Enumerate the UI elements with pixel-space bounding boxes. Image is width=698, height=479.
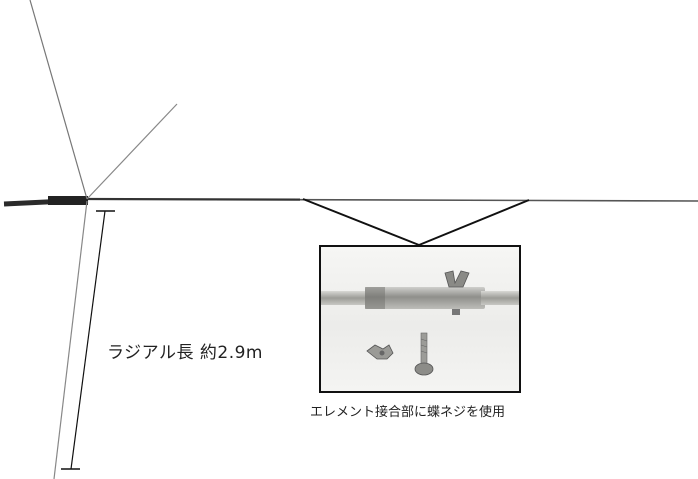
callout-line-right (418, 199, 530, 246)
callout-line-left (302, 198, 420, 246)
dimension-line (70, 210, 106, 470)
element-thick-section (87, 197, 301, 201)
photo-caption: エレメント接合部に蝶ネジを使用 (310, 405, 506, 420)
screw-thread (420, 344, 428, 348)
wing-nut-hole (379, 350, 385, 356)
lower-radial (53, 200, 88, 479)
screw-thread (420, 350, 428, 354)
screw-bottom (452, 309, 460, 315)
diagonal-radial (86, 103, 178, 200)
sleeve-shadow (365, 287, 385, 309)
wing-nut-mounted (444, 270, 470, 288)
joint-sleeve (365, 287, 485, 309)
detail-photo (319, 245, 521, 393)
feedpoint-clamp (48, 196, 88, 205)
screw-head (414, 362, 434, 376)
screw-shaft (420, 332, 428, 368)
radial-length-label: ラジアル長 約2.9m (107, 343, 263, 363)
tube-right (481, 291, 519, 305)
screw-thread (420, 338, 428, 342)
upper-radial (29, 0, 88, 200)
